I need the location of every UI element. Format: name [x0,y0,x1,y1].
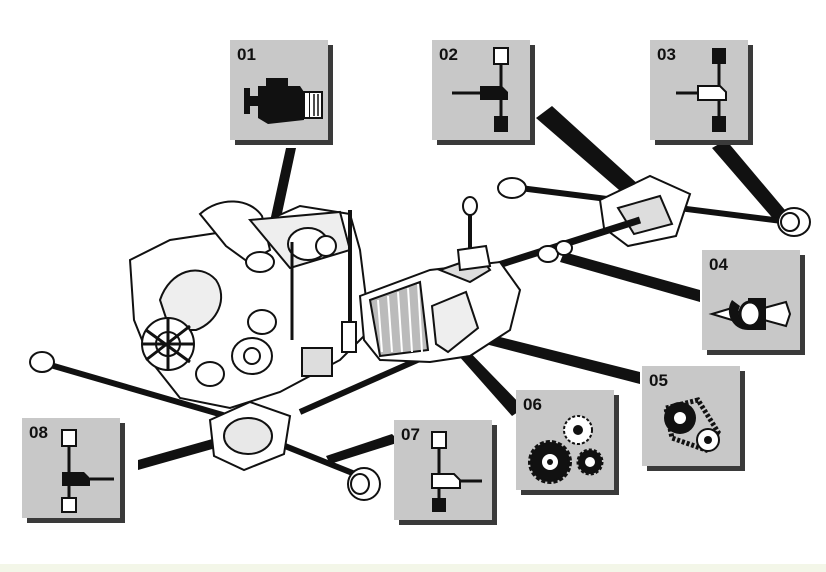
callout-number: 03 [657,45,676,64]
callout-07-front-differential[interactable]: 07 [394,420,492,520]
callout-05-transfer-chain[interactable]: 05 [642,366,740,466]
callout-06-gear-set[interactable]: 06 [516,390,614,490]
gear-set-icon [528,415,604,484]
front-axle [29,347,442,501]
leader-lines [138,106,790,470]
callout-08-front-differential[interactable]: 08 [22,418,120,518]
callout-03-rear-differential[interactable]: 03 [650,40,748,140]
callout-number: 04 [709,255,728,274]
callout-number: 01 [237,45,256,64]
callout-number: 07 [401,425,420,444]
callout-number: 02 [439,45,458,64]
callout-04-propeller-joint[interactable]: 04 [702,250,800,350]
engine-icon [244,78,323,124]
front-differential-right-icon [431,431,482,512]
center-differential-icon [452,47,509,132]
rear-axle-differential-icon [676,48,727,132]
rear-axle [418,174,811,294]
transfer-chain-icon [663,397,721,454]
front-differential-left-icon [61,429,114,513]
callout-02-center-differential[interactable]: 02 [432,40,530,140]
callout-number: 06 [523,395,542,414]
gearbox [358,196,522,364]
footer-strip [0,564,826,572]
callout-number: 05 [649,371,668,390]
engine-block [128,200,372,410]
callout-number: 08 [29,423,48,442]
propeller-shaft-joint-icon [708,298,792,330]
callout-01-engine[interactable]: 01 [230,40,328,140]
